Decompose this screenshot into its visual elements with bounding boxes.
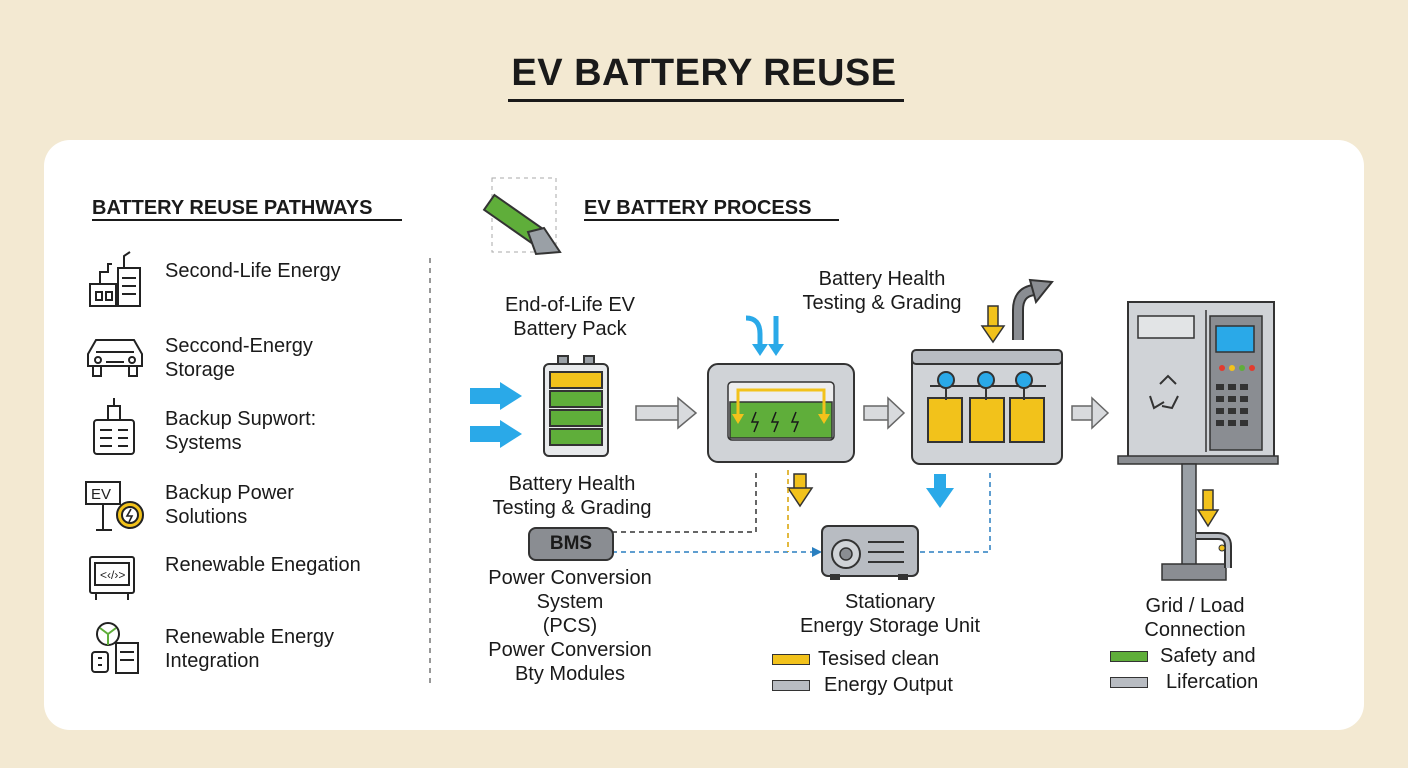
input-arrow-testing (745, 315, 779, 346)
car-icon (87, 339, 143, 377)
process-heading: EV BATTERY PROCESS (584, 197, 812, 219)
keypad-icon (1216, 384, 1248, 426)
storage-unit-icon (821, 525, 919, 580)
pathway-label-3: Backup Supwort: Systems (165, 408, 317, 454)
input-arrow-1 (470, 382, 522, 410)
energy-building-icon (89, 251, 141, 307)
testing-unit (707, 363, 855, 463)
testing-label-top: Battery Health Testing & Grading (802, 268, 962, 314)
process-heading-underline (584, 219, 839, 221)
pathway-label-4: Backup Power Solutions (165, 482, 294, 528)
inverter-icon-text: <‹/›> (100, 568, 125, 582)
ev-icon-text: EV (91, 486, 111, 503)
output-arrow-up (1012, 278, 1054, 340)
flow-arrow-3 (1071, 396, 1110, 430)
grading-unit (911, 349, 1063, 465)
dashed-connectors (612, 470, 991, 557)
testing-label-bottom: Battery Health Testing & Grading (492, 473, 652, 519)
pathway-label-6: Renewable Energy Integration (165, 626, 334, 672)
battery-pack-icon (543, 355, 609, 457)
stationary-label: Stationary Energy Storage Unit (799, 591, 981, 637)
legend-label-output: Energy Output (824, 674, 953, 696)
legend-label-tested: Tesised clean (818, 648, 940, 670)
grid-cabinet (1117, 301, 1279, 581)
backup-system-icon (93, 398, 135, 455)
pathway-label-5: Renewable Enegation (165, 554, 361, 576)
legend-swatch-safety (1110, 651, 1148, 662)
bms-badge: BMS (528, 527, 614, 561)
legend-swatch-output (772, 680, 810, 691)
pcs-label: Power Conversion System (PCS) Power Conv… (488, 567, 652, 685)
blue-arrow-down (926, 474, 954, 508)
pathway-label-2: Seccond-Energy Storage (165, 335, 313, 381)
pathways-heading: BATTERY REUSE PATHWAYS (92, 197, 373, 219)
ev-charger-icon: EV (85, 481, 144, 531)
yellow-arrow-down-mid (786, 473, 814, 508)
flow-arrow-2 (863, 396, 906, 430)
pathways-heading-underline (92, 219, 402, 221)
inverter-screen-icon: <‹/›> (89, 556, 135, 600)
flow-arrow-1 (635, 396, 698, 430)
title-underline (508, 99, 904, 102)
hammer-icon (482, 177, 562, 256)
yellow-arrow-down-top (980, 305, 1006, 344)
page-title: EV BATTERY REUSE (511, 52, 897, 94)
legend-label-safety: Safety and (1160, 645, 1256, 667)
end-of-life-label: End-of-Life EV Battery Pack (504, 294, 636, 340)
connection-pipe (1196, 489, 1232, 568)
legend-label-lifecycle: Lifercation (1166, 671, 1259, 693)
legend-swatch-tested (772, 654, 810, 665)
renewable-integration-icon (91, 622, 139, 674)
legend-swatch-lifecycle (1110, 677, 1148, 688)
grid-label: Grid / Load Connection (1144, 595, 1246, 641)
input-arrow-2 (470, 420, 522, 448)
pathway-label-1: Second-Life Energy (165, 260, 341, 282)
